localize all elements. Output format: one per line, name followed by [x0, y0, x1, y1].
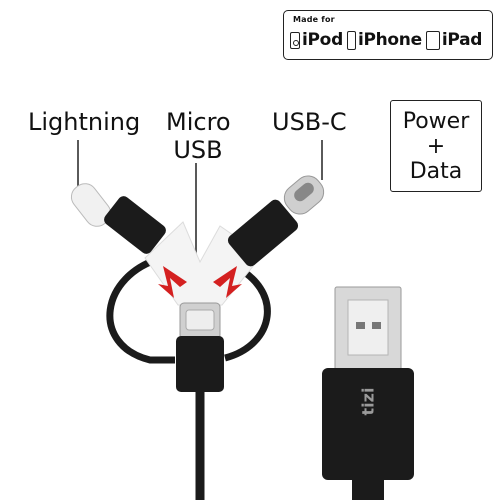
iphone-icon: [346, 30, 356, 50]
ipad-icon: [425, 30, 440, 50]
usb-a-connector: [322, 286, 414, 500]
power-data-box: Power + Data: [390, 100, 482, 192]
cable-loop-right: [224, 261, 271, 362]
plus-text: +: [426, 133, 446, 159]
lightning-label: Lightning: [28, 108, 141, 136]
micro-usb-connector: [176, 302, 224, 392]
device-ipod: iPod: [290, 30, 343, 50]
device-ipad: iPad: [425, 30, 483, 50]
brand-logo: tizi: [358, 387, 378, 416]
device-list: iPod iPhone iPad: [290, 30, 486, 50]
ipod-icon: [290, 31, 300, 49]
micro-usb-label-line1: Micro: [166, 108, 231, 136]
made-for-badge: Made for iPod iPhone iPad: [283, 10, 493, 60]
power-text: Power: [402, 108, 470, 134]
device-iphone: iPhone: [346, 30, 422, 50]
lightning-connector: [70, 183, 166, 254]
device-name: iPhone: [357, 30, 422, 50]
cable-loop: [106, 254, 175, 364]
usbc-connector: [227, 175, 325, 267]
data-text: Data: [409, 158, 463, 184]
micro-usb-label-line2: USB: [173, 136, 223, 164]
device-name: iPad: [441, 30, 483, 50]
usbc-label: USB-C: [272, 108, 347, 136]
red-arrows: [158, 266, 242, 298]
device-name: iPod: [302, 30, 343, 50]
made-for-label: Made for: [293, 15, 335, 24]
